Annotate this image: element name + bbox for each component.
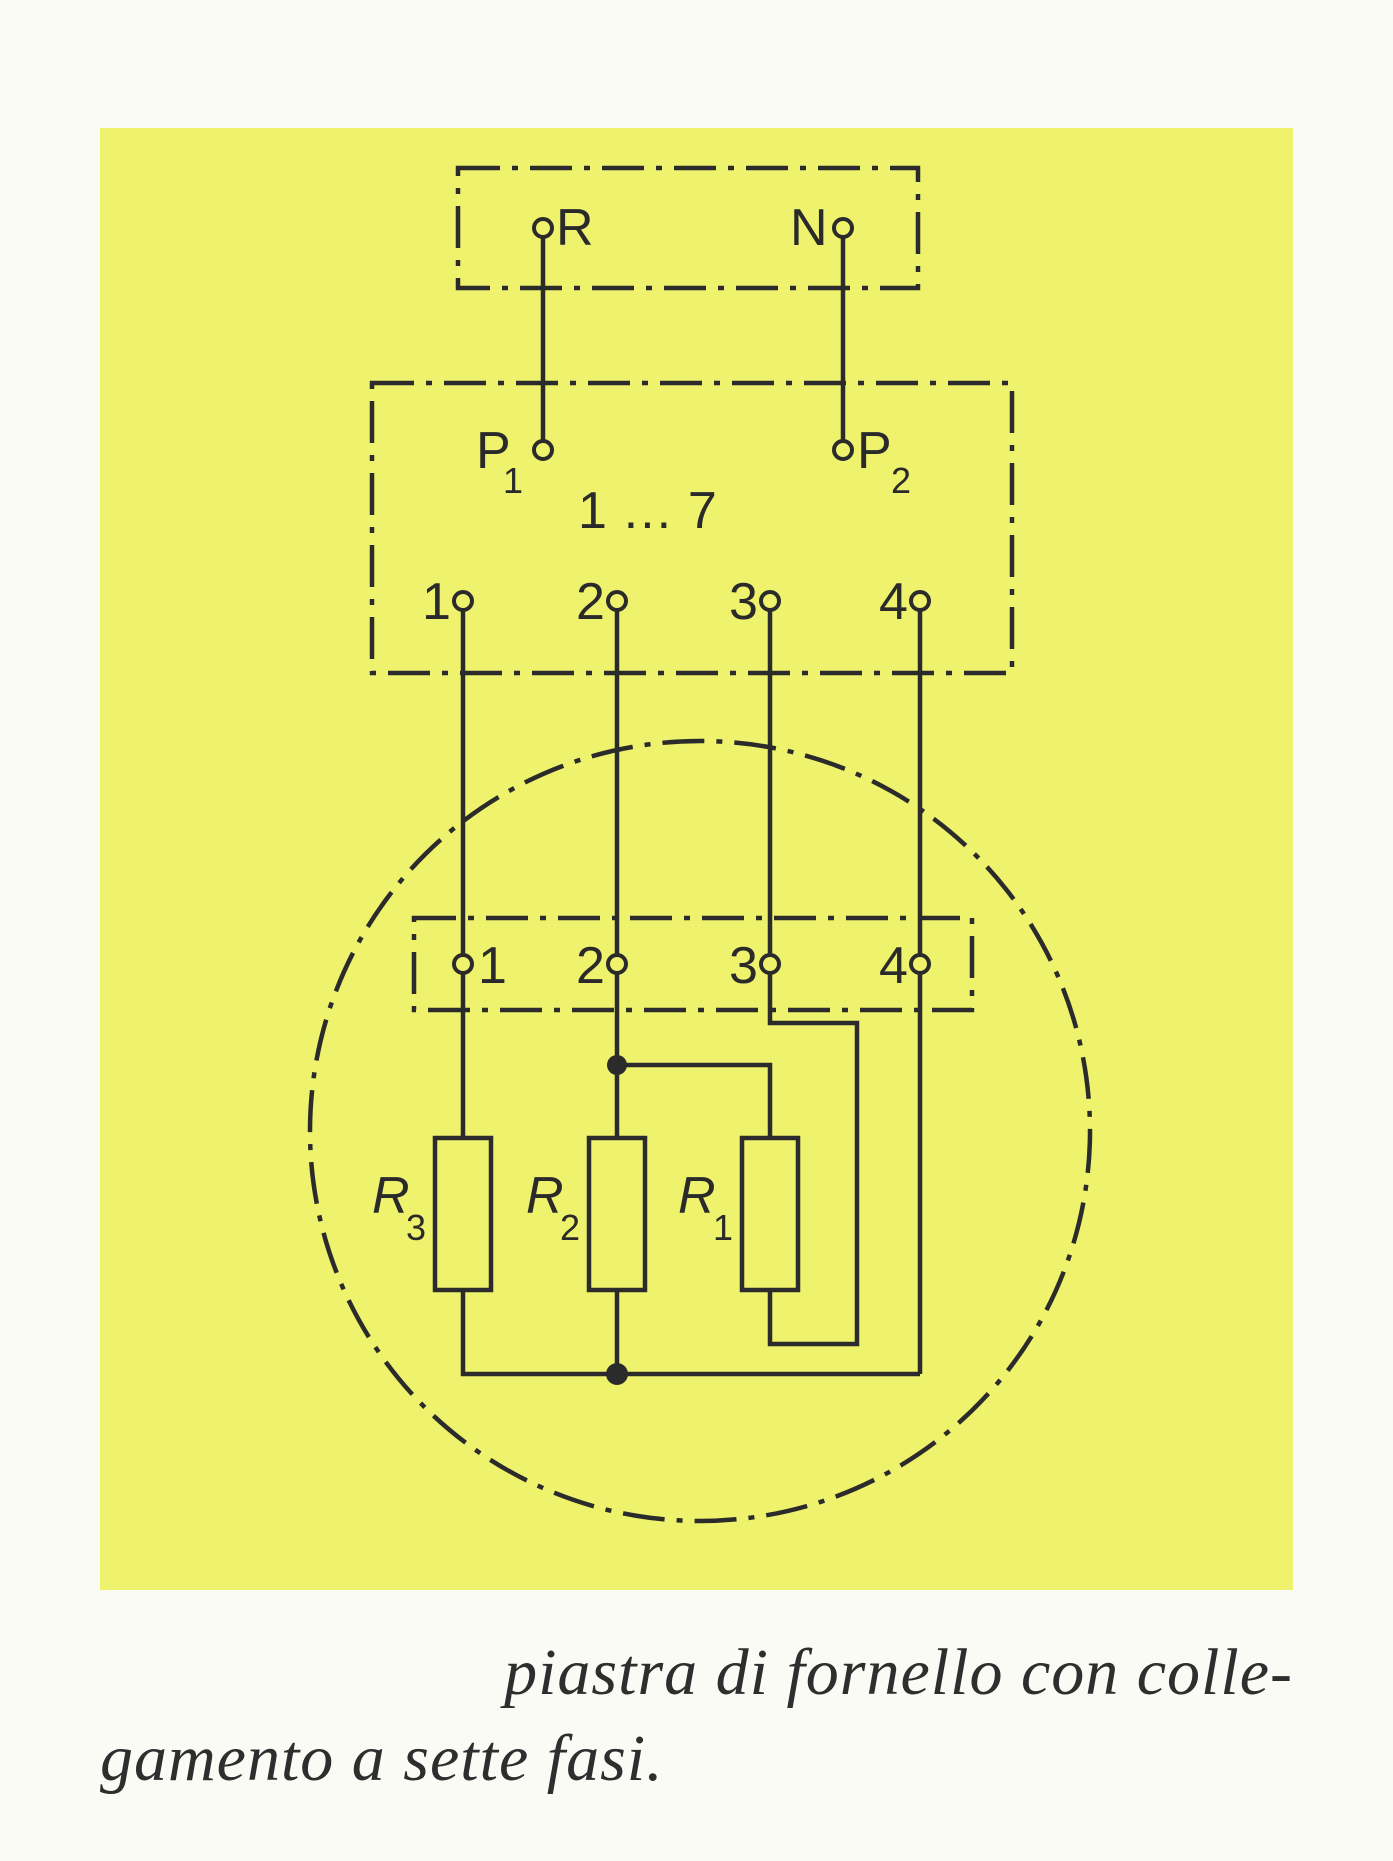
wire-bottom-bus: [460, 1290, 920, 1377]
label-out-4: 4: [879, 573, 908, 631]
wiring-diagram: R N P 1 P 2 1 … 7 1 2 3 4 1 2 3 4 R 3 R …: [100, 128, 1293, 1590]
label-r2-sub: 2: [560, 1207, 580, 1248]
hotplate-outline: [307, 738, 1093, 1524]
wiring-diagram-panel: R N P 1 P 2 1 … 7 1 2 3 4 1 2 3 4 R 3 R …: [100, 128, 1293, 1590]
figure-caption: piastra di fornello con colle- gamento a…: [100, 1630, 1293, 1830]
label-out-3: 3: [729, 573, 758, 631]
switch-box: [369, 380, 1015, 676]
panel-background: [100, 128, 1293, 1590]
label-plate-1: 1: [478, 937, 507, 995]
caption-line-1: piastra di fornello con colle-: [504, 1636, 1293, 1709]
label-r3-sub: 3: [406, 1207, 426, 1248]
plate-terminal-2: [606, 953, 628, 975]
label-r2: R: [526, 1167, 564, 1225]
plate-terminal-1: [452, 953, 474, 975]
plate-terminal-3: [759, 953, 781, 975]
label-out-2: 2: [576, 573, 605, 631]
label-positions: 1 … 7: [578, 482, 717, 540]
caption-line-2: gamento a sette fasi.: [100, 1722, 664, 1795]
wire-t3-r1: [767, 971, 860, 1347]
label-p2-sub: 2: [891, 460, 911, 501]
label-p2: P: [857, 422, 892, 480]
switch-output-2: [606, 590, 628, 612]
resistor-r3: [432, 1135, 494, 1293]
terminal-r: [532, 217, 554, 239]
label-p1-sub: 1: [503, 460, 523, 501]
junction-dot-top: [607, 1055, 627, 1075]
terminal-n: [832, 217, 854, 239]
supply-box: [455, 165, 921, 291]
label-r1: R: [678, 1167, 716, 1225]
label-plate-4: 4: [879, 937, 908, 995]
resistor-r1: [739, 1135, 801, 1293]
switch-output-4: [909, 590, 931, 612]
label-p1: P: [476, 422, 511, 480]
label-plate-3: 3: [729, 937, 758, 995]
label-plate-2: 2: [576, 937, 605, 995]
switch-output-1: [452, 590, 474, 612]
label-r: R: [556, 199, 594, 257]
terminal-p1: [532, 439, 554, 461]
label-r1-sub: 1: [713, 1207, 733, 1248]
junction-dot-bottom: [606, 1363, 628, 1385]
label-r3: R: [372, 1167, 410, 1225]
label-out-1: 1: [422, 573, 451, 631]
resistor-r2: [586, 1135, 648, 1293]
switch-output-3: [759, 590, 781, 612]
plate-terminal-4: [909, 953, 931, 975]
wire-junction-r1: [617, 1062, 773, 1138]
terminal-strip: [411, 915, 975, 1013]
terminal-p2: [832, 439, 854, 461]
label-n: N: [790, 199, 828, 257]
